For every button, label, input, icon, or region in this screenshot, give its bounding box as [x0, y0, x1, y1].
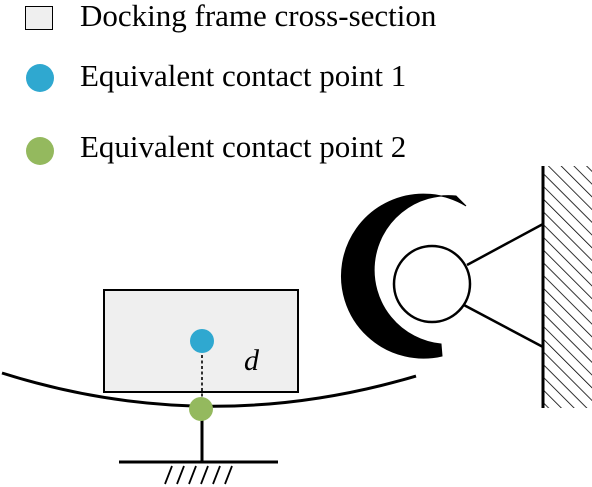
distance-label: d — [244, 344, 260, 377]
arm-link-upper — [466, 222, 544, 267]
legend-label-frame: Docking frame cross-section — [80, 0, 437, 33]
point2-swatch-icon — [26, 137, 54, 165]
socket-crescent — [341, 193, 467, 359]
legend-label-point1: Equivalent contact point 1 — [80, 58, 407, 93]
contact-point-1 — [190, 329, 214, 353]
ground-hatch — [164, 465, 233, 485]
wall-hatch — [543, 166, 592, 408]
ball-joint — [392, 244, 472, 324]
legend-label-point2: Equivalent contact point 2 — [80, 129, 407, 164]
frame-swatch-icon — [25, 6, 53, 30]
arm-link-lower — [461, 302, 544, 349]
point1-swatch-icon — [26, 64, 54, 92]
contact-point-2 — [189, 397, 213, 421]
